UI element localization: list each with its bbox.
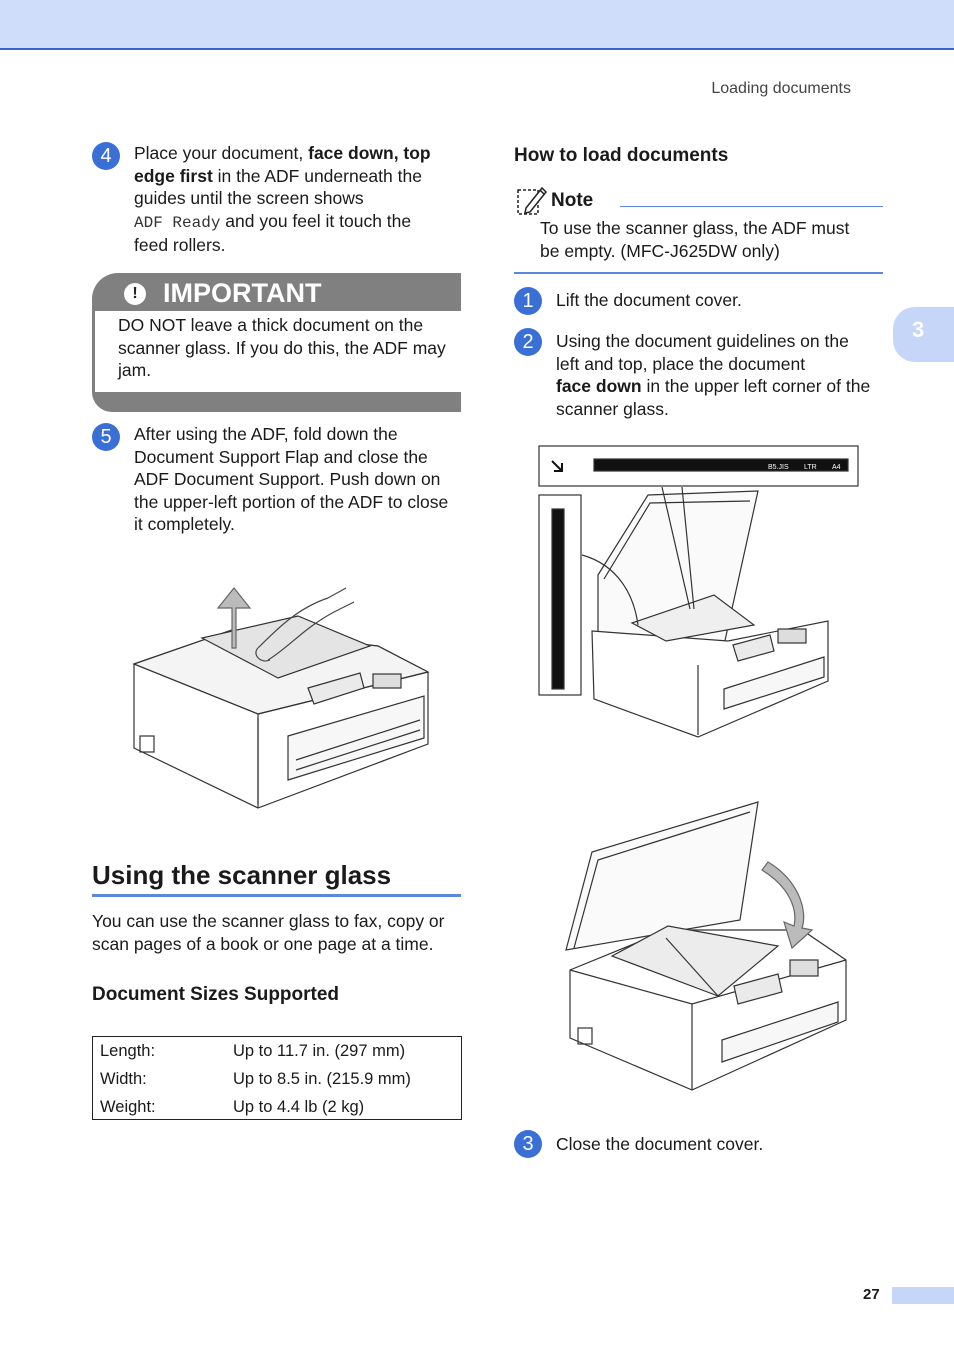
step-4: 4 Place your document, face down, top ed… [92, 142, 462, 257]
step-4-text: Place your document, face down, top edge… [134, 143, 431, 255]
page-footer-bar [892, 1287, 954, 1304]
screen-message: ADF Ready [134, 213, 221, 232]
section-title: Using the scanner glass [92, 860, 392, 890]
guide-label-b5: B5.JIS [768, 464, 789, 471]
close-arrow [761, 861, 814, 950]
step-1: 1 Lift the document cover. [514, 287, 884, 315]
step-5: 5 After using the ADF, fold down the Doc… [92, 423, 462, 538]
left-guide-strip [551, 508, 565, 690]
guide-label-ltr: LTR [804, 464, 817, 471]
open-book [610, 925, 780, 997]
important-text: DO NOT leave a thick document on the sca… [118, 315, 446, 380]
step-5-text: After using the ADF, fold down the Docum… [134, 424, 449, 534]
note-pencil-icon [517, 186, 548, 215]
step-2: 2 Using the document guidelines on the l… [514, 328, 884, 420]
scanner-glass-guides-illustration: B5.JIS LTR A4 [538, 445, 859, 738]
chapter-tab: 3 [893, 307, 954, 362]
step-number: 5 [92, 423, 120, 451]
step-number: 3 [514, 1130, 542, 1158]
subsection-title: How to load documents [514, 145, 729, 166]
note-label: Note [551, 190, 594, 211]
top-guide-strip [593, 458, 849, 472]
step-number: 1 [514, 287, 542, 315]
step-number: 4 [92, 142, 120, 170]
close-cover-illustration [565, 801, 847, 1091]
subsection-title: Document Sizes Supported [92, 984, 340, 1005]
page-number: 27 [863, 1286, 880, 1303]
step-number: 2 [514, 328, 542, 356]
chapter-number: 3 [912, 317, 925, 342]
emphasis: face down, top [308, 143, 431, 163]
step-1-text: Lift the document cover. [556, 290, 742, 310]
step-2-text: Using the document guidelines on the lef… [556, 331, 871, 419]
note-text: To use the scanner glass, the ADF must b… [540, 218, 850, 261]
control-panel-screen [307, 672, 365, 705]
running-header: Loading documents [711, 80, 851, 97]
important-header: ! IMPORTANT [92, 273, 461, 311]
corner-arrow-icon [551, 460, 563, 472]
emphasis: face down [556, 376, 642, 396]
step-3: 3 Close the document cover. [514, 1130, 884, 1158]
document-sizes-table: Length: Up to 11.7 in. (297 mm) Width: U… [92, 1036, 462, 1120]
step-3-text: Close the document cover. [556, 1134, 764, 1154]
section-rule [92, 894, 461, 897]
emphasis: edge first [134, 165, 213, 186]
push-arrow [216, 587, 252, 649]
important-label: IMPORTANT [163, 278, 322, 308]
important-box: ! IMPORTANT DO NOT leave a thick documen… [92, 273, 461, 412]
section-intro: You can use the scanner glass to fax, co… [92, 911, 445, 954]
guide-label-a4: A4 [832, 464, 841, 471]
top-band [0, 0, 954, 50]
warning-icon: ! [124, 283, 146, 305]
printer-adf-illustration [132, 587, 430, 809]
note-box: Note To use the scanner glass, the ADF m… [514, 182, 883, 274]
glass-document [630, 594, 756, 642]
